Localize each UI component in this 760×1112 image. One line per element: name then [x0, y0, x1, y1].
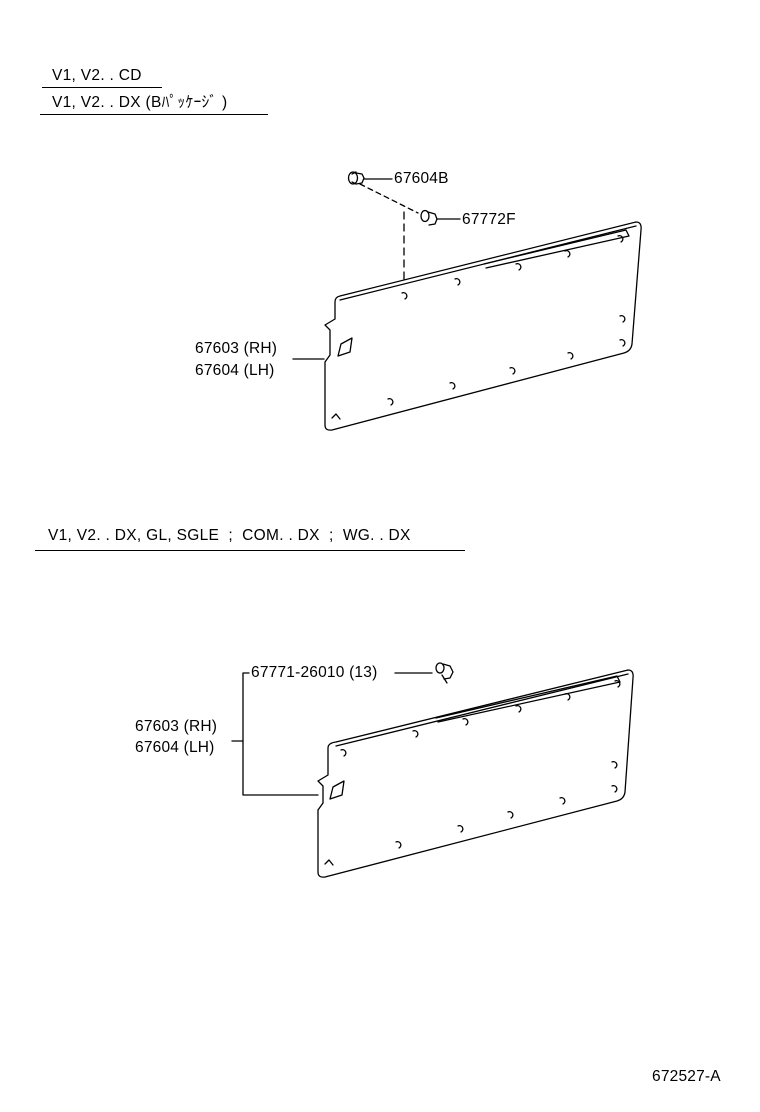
- label-67771-26010: 67771-26010 (13): [251, 664, 378, 681]
- label-panel-rh-upper: 67603 (RH): [195, 340, 278, 357]
- dashed-clip-line: [359, 183, 419, 214]
- label-panel-lh-lower: 67604 (LH): [135, 739, 215, 756]
- label-67772f: 67772F: [462, 211, 516, 228]
- trim-panel-upper: [324, 221, 642, 431]
- clip-67772f-icon: [420, 209, 438, 226]
- clip-67604b-icon: [347, 171, 365, 185]
- figure-id: 672527-A: [652, 1068, 721, 1085]
- section1-header-dx: V1, V2. . DX (Bﾊﾟｯｹｰｼﾞ ): [52, 94, 228, 111]
- panel-clip-holes-upper: [387, 235, 626, 406]
- section1-header-cd-underline: [42, 87, 162, 88]
- label-panel-lh-upper: 67604 (LH): [195, 362, 275, 379]
- bracket-line: [242, 672, 319, 796]
- label-67604b: 67604B: [394, 170, 449, 187]
- section2-header-underline: [35, 550, 465, 551]
- panel-clip-holes-lower: [340, 680, 621, 849]
- trim-panel-lower: [317, 669, 634, 878]
- section2-header: V1, V2. . DX, GL, SGLE ; COM. . DX ; WG.…: [48, 527, 411, 544]
- label-panel-rh-lower: 67603 (RH): [135, 718, 218, 735]
- section1-header-dx-underline: [40, 114, 268, 115]
- clip-67771-icon: [435, 662, 454, 684]
- section1-header-cd: V1, V2. . CD: [52, 67, 142, 84]
